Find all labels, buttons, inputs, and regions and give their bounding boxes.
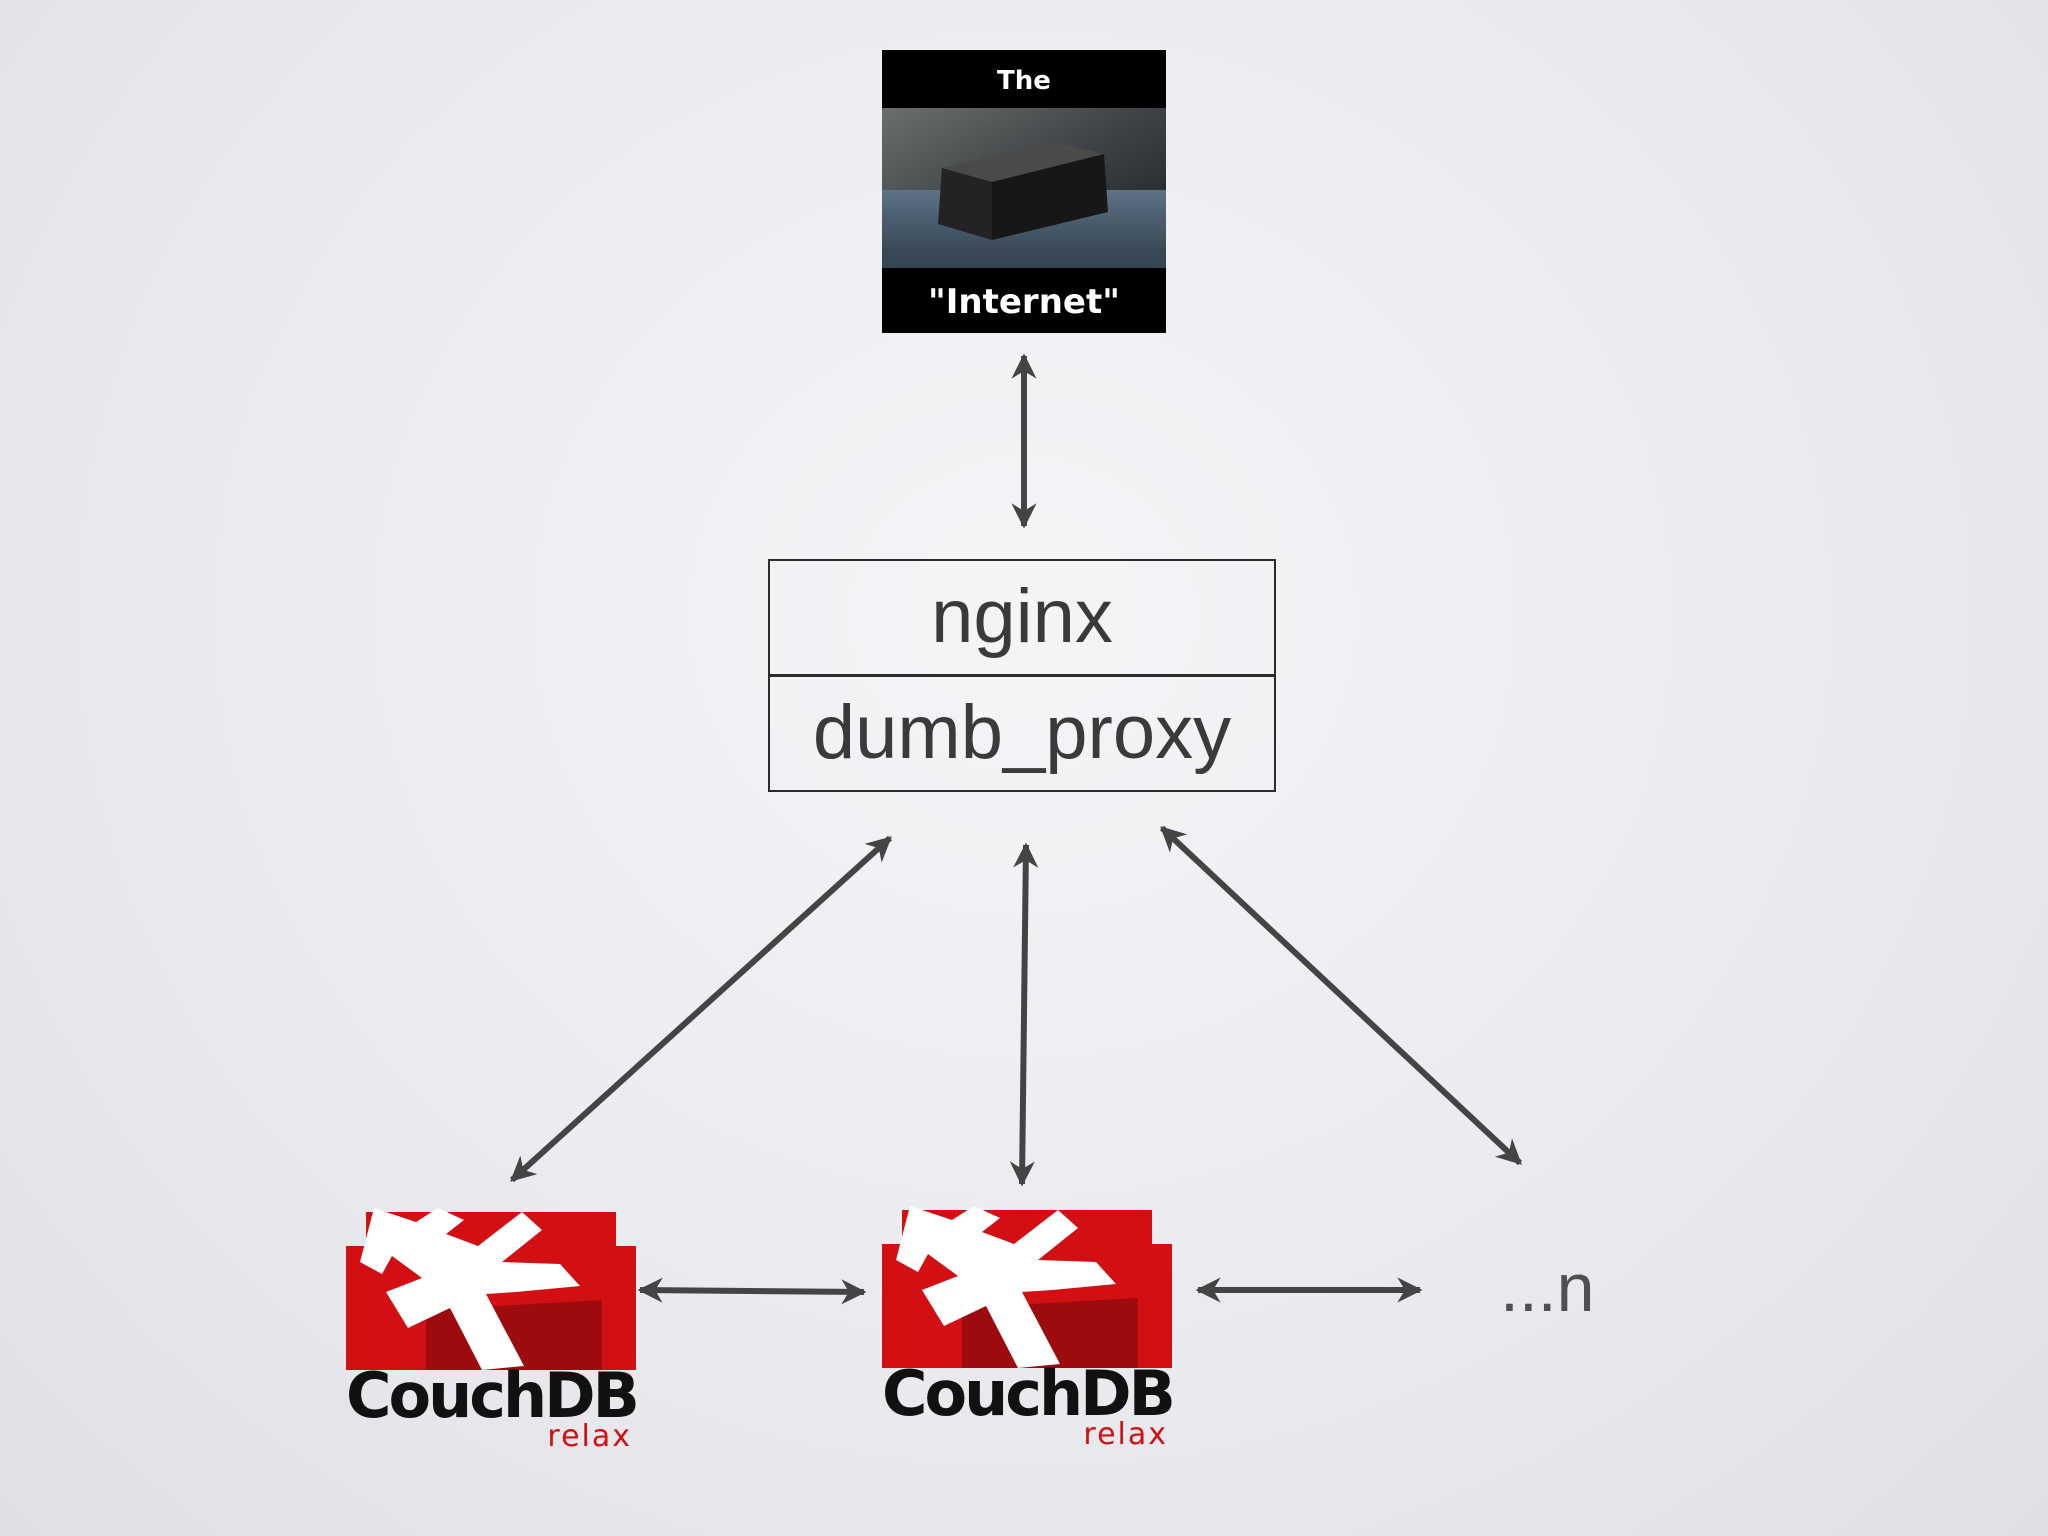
internet-bottom-caption: "Internet" (928, 282, 1120, 322)
arrow-proxy-node-2 (1009, 842, 1039, 1187)
couchdb-wordmark: CouchDB (882, 1357, 1176, 1430)
more-nodes-label: ...n (1500, 1250, 1595, 1326)
couchdb-node-2: CouchDB relax (882, 1198, 1176, 1458)
internet-top-caption: The (997, 66, 1051, 96)
couchdb-logo-icon (882, 1206, 1172, 1368)
arrow-node-1-node-2 (637, 1277, 867, 1305)
arrow-proxy-node-1 (509, 835, 893, 1183)
dumb-proxy-box: dumb_proxy (768, 675, 1276, 792)
couchdb-wordmark: CouchDB (346, 1359, 640, 1432)
arrow-proxy-node-n (1159, 825, 1523, 1166)
black-box-photo (882, 108, 1166, 268)
nginx-box: nginx (768, 559, 1276, 676)
internet-image: The "Internet" (882, 50, 1166, 333)
couchdb-tagline: relax (547, 1419, 632, 1454)
couchdb-logo-icon (346, 1208, 636, 1370)
couchdb-tagline: relax (1083, 1417, 1168, 1452)
couchdb-node-1: CouchDB relax (346, 1200, 640, 1460)
